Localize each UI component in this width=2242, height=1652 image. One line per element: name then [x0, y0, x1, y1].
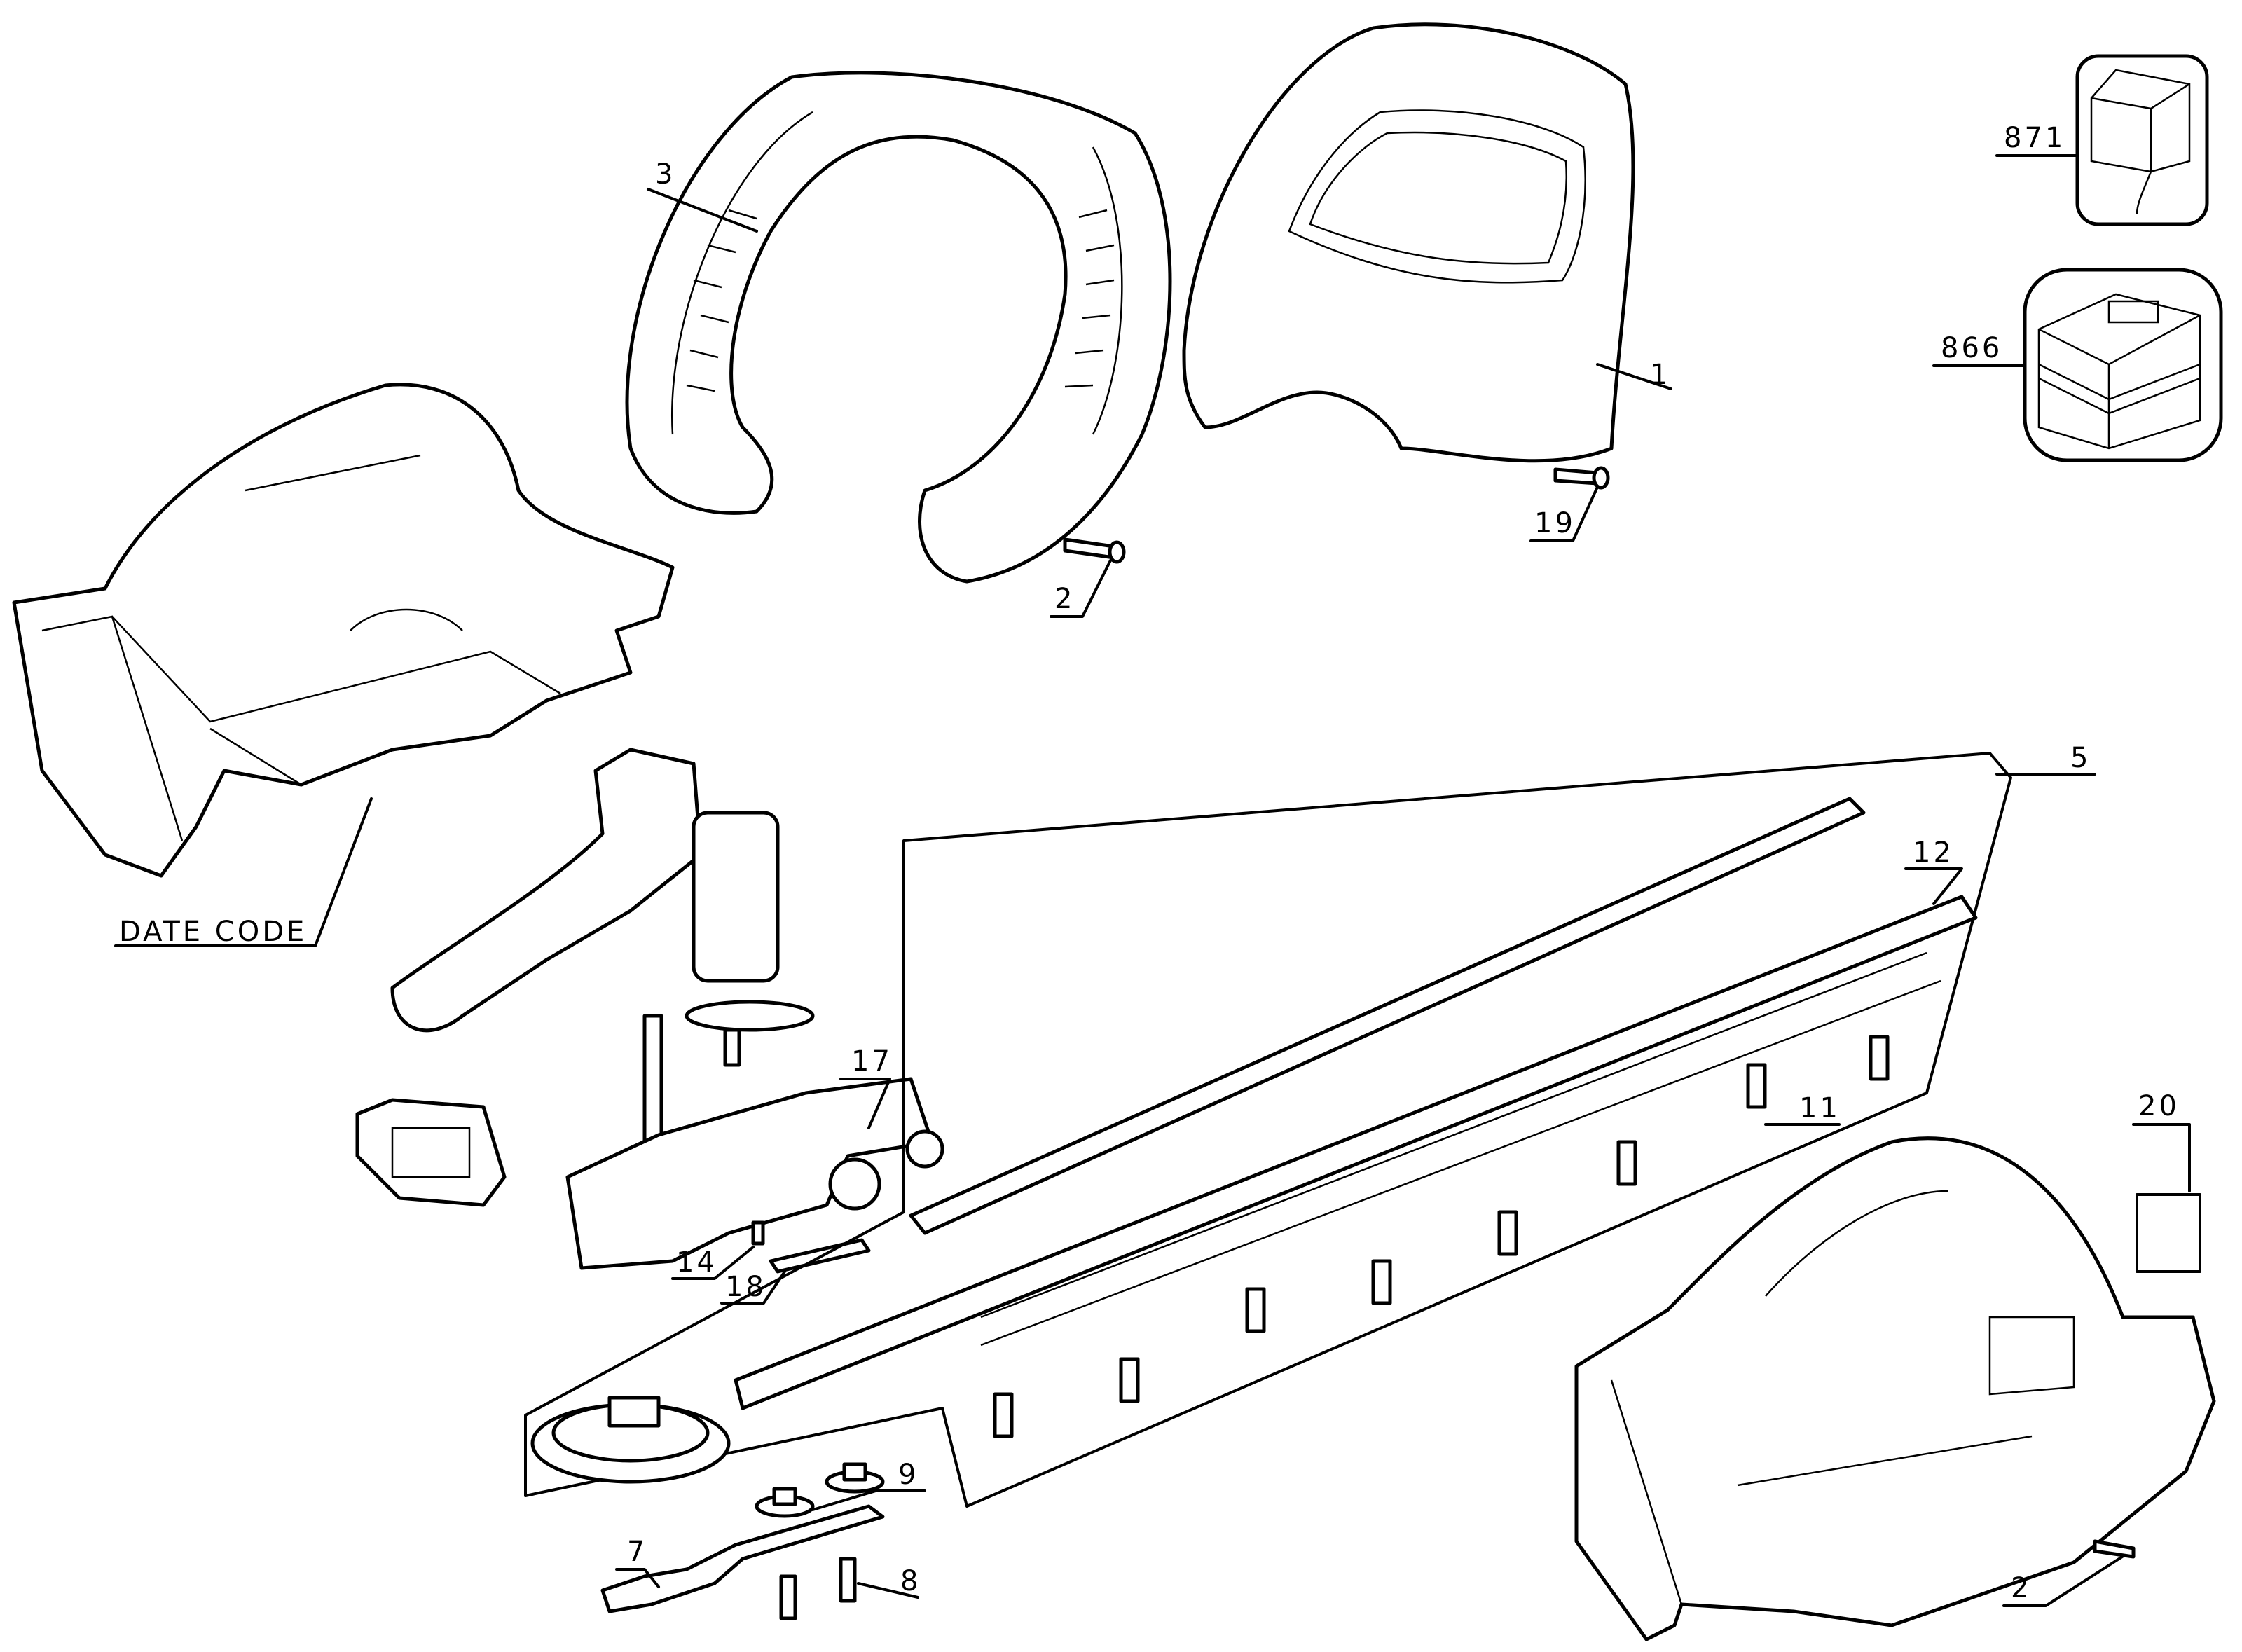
screw-part [751, 1220, 765, 1246]
leader-line [2132, 1123, 2191, 1192]
label-8: 8 [900, 1565, 921, 1597]
date-code-label: DATE CODE [119, 916, 307, 948]
label-14: 14 [676, 1246, 717, 1279]
label-20: 20 [2138, 1090, 2180, 1122]
right-housing-part [1574, 1136, 2216, 1641]
link-part [600, 1504, 885, 1613]
leader-line [857, 1582, 919, 1599]
front-handle-part [1182, 22, 1635, 463]
label-12: 12 [1913, 837, 1954, 869]
leader-line [1596, 363, 1672, 390]
battery-part [2023, 268, 2223, 462]
label-7: 7 [627, 1536, 647, 1568]
leader-line [811, 1489, 926, 1511]
label-2-top: 2 [1054, 583, 1075, 615]
switch-part [355, 1098, 507, 1207]
leader-line [1529, 486, 1599, 542]
leader-line [1904, 867, 1963, 905]
bolt-part [993, 1035, 1890, 1438]
pin-part [1063, 466, 1610, 564]
pin-part [2093, 1539, 2136, 1559]
gearbox-part [565, 1077, 944, 1270]
leader-line [647, 188, 758, 233]
charger-part [2075, 54, 2209, 226]
label-sticker-part [2136, 1193, 2201, 1273]
handle-loop-part [625, 71, 1172, 584]
label-11: 11 [1799, 1092, 1841, 1124]
blade-assembly-outline [524, 752, 2012, 1508]
label-866: 866 [1941, 332, 2002, 364]
label-871: 871 [2004, 122, 2065, 154]
label-3: 3 [655, 158, 675, 191]
leader-line [114, 797, 373, 947]
leader-line [839, 1078, 891, 1129]
washer-part [755, 1462, 885, 1518]
leader-line [1050, 559, 1112, 618]
bolt-8-part [779, 1557, 857, 1620]
leader-line [2002, 1550, 2131, 1607]
label-9: 9 [898, 1459, 919, 1491]
label-17: 17 [851, 1045, 893, 1078]
leader-line [615, 1568, 660, 1588]
label-19: 19 [1534, 507, 1576, 539]
motor-assembly-part [390, 748, 815, 1158]
blade-part [530, 797, 1978, 1484]
label-5: 5 [2070, 742, 2091, 774]
left-housing-part [12, 383, 675, 878]
leader-line [671, 1246, 755, 1280]
label-2-bottom: 2 [2011, 1572, 2031, 1604]
